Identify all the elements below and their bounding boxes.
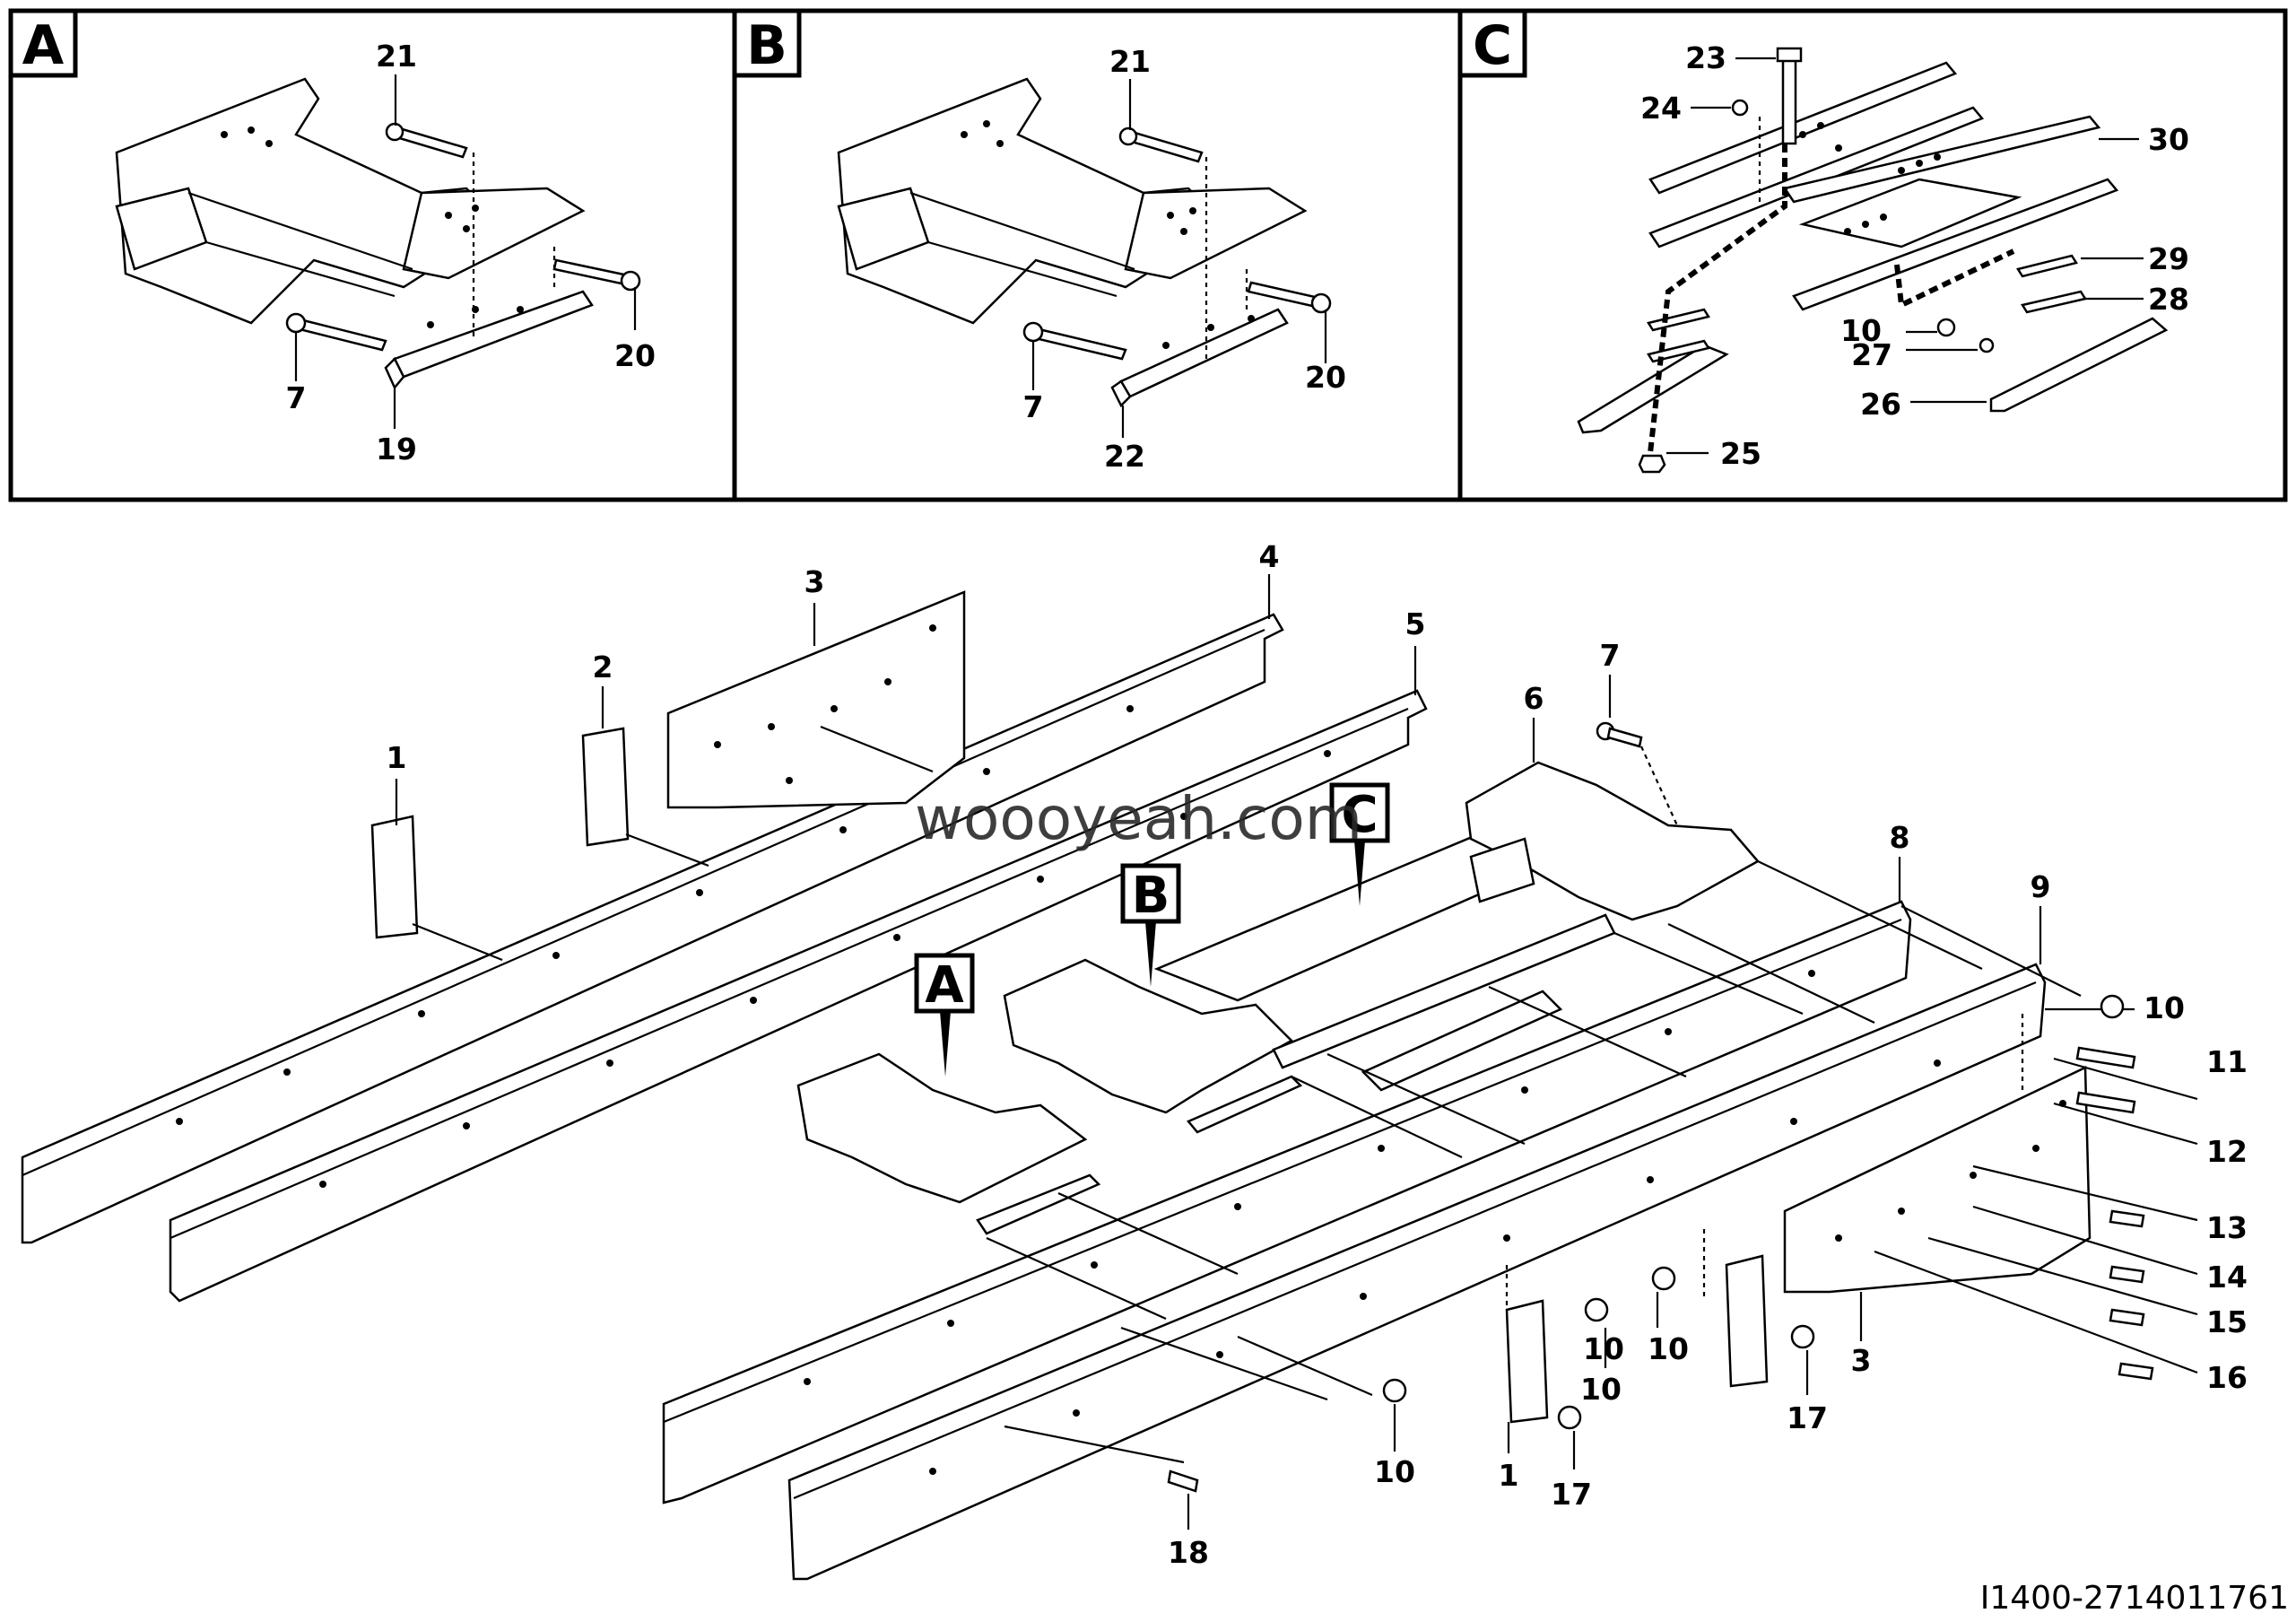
fasteners <box>1167 721 2154 1493</box>
main-exploded-view: A B C woooyeah.com <box>21 574 2198 1581</box>
callout-a-20: 20 <box>614 338 656 373</box>
frame-rail-8 <box>662 900 1912 1504</box>
callout-main-6: 6 <box>1524 681 1544 716</box>
panel-b-label: B <box>746 14 787 77</box>
callout-c-29: 29 <box>2148 241 2189 276</box>
crossmember-6 <box>1465 761 1760 921</box>
callout-main-10-a: 10 <box>2144 990 2185 1025</box>
panel-a-callouts: 21 20 7 19 <box>286 39 656 467</box>
callout-main-15: 15 <box>2206 1304 2248 1339</box>
panel-a-label: A <box>22 14 65 77</box>
rail-holes <box>176 624 2066 1475</box>
callout-b-22: 22 <box>1104 439 1145 474</box>
watermark-text: woooyeah.com <box>915 784 1362 853</box>
callout-a-21: 21 <box>376 39 417 74</box>
main-callouts: 1 2 3 4 5 6 7 8 9 10 11 12 13 14 15 16 1… <box>387 539 2248 1570</box>
callout-c-27: 27 <box>1851 337 1892 372</box>
callout-main-17-a: 17 <box>1787 1400 1828 1435</box>
document-id: I1400-2714011761 <box>1979 1580 2289 1617</box>
callout-c-28: 28 <box>2148 282 2189 317</box>
callout-c-30: 30 <box>2148 122 2189 157</box>
marker-b: B <box>1120 863 1181 987</box>
frame-rail-4 <box>21 613 1284 1244</box>
callout-main-1: 1 <box>387 740 407 775</box>
frame-rail-5 <box>169 689 1428 1303</box>
callout-leaders-main <box>395 574 2042 1530</box>
callout-main-17-b: 17 <box>1551 1477 1592 1512</box>
callout-main-3-lower: 3 <box>1851 1343 1872 1378</box>
callout-main-10-b: 10 <box>1648 1331 1689 1366</box>
marker-a: A <box>914 953 975 1077</box>
assembly-leader-lines <box>412 725 2198 1464</box>
crossmember-a <box>796 1052 1088 1204</box>
panel-a-label-box <box>8 8 78 78</box>
detail-panels: A B C <box>8 8 2288 502</box>
callout-c-26: 26 <box>1860 387 1901 422</box>
callout-main-5: 5 <box>1405 606 1426 641</box>
marker-a-label: A <box>925 956 964 1015</box>
marker-c: C <box>1329 782 1390 906</box>
marker-b-label: B <box>1132 867 1170 925</box>
marker-c-label: C <box>1341 786 1378 844</box>
callout-main-1-lower: 1 <box>1499 1458 1519 1493</box>
callout-b-21: 21 <box>1109 44 1151 79</box>
callout-c-25: 25 <box>1720 436 1761 471</box>
callout-a-19: 19 <box>376 432 417 467</box>
callout-main-8: 8 <box>1890 820 1910 855</box>
panel-c-frame <box>1457 8 2288 502</box>
bracket-1-lower <box>1505 1299 1549 1424</box>
panel-b-illustration <box>837 77 1332 438</box>
callout-main-12: 12 <box>2206 1134 2248 1169</box>
bracket-1 <box>370 815 419 939</box>
callout-c-23: 23 <box>1685 40 1726 75</box>
callout-main-13: 13 <box>2206 1210 2248 1245</box>
callout-main-2: 2 <box>593 650 613 685</box>
callout-main-16: 16 <box>2206 1360 2248 1395</box>
callout-main-18: 18 <box>1168 1535 1209 1570</box>
callout-main-10-d: 10 <box>1374 1454 1415 1489</box>
panel-c-label: C <box>1473 14 1512 77</box>
callout-c-24: 24 <box>1640 91 1682 126</box>
panel-b-label-box <box>732 8 802 78</box>
frame-rail-9 <box>787 963 2047 1581</box>
panel-c-callouts: 23 24 30 29 28 10 27 26 25 <box>1640 40 2189 471</box>
panel-b-callouts: 21 20 7 22 <box>1023 44 1346 474</box>
callout-main-7: 7 <box>1600 638 1621 673</box>
panel-c-label-box <box>1457 8 1527 78</box>
callout-main-14: 14 <box>2206 1260 2248 1295</box>
crossmember-b <box>1003 958 1294 1114</box>
bracket-2 <box>581 727 630 847</box>
callout-b-7: 7 <box>1023 389 1044 424</box>
callout-main-10-e: 10 <box>1583 1331 1624 1366</box>
callout-main-9: 9 <box>2031 869 2051 904</box>
callout-c-10: 10 <box>1840 313 1882 348</box>
reinforcement-plate-3 <box>666 590 966 809</box>
panel-a-illustration <box>115 74 641 429</box>
panel-c-illustration <box>1577 47 2169 474</box>
callout-a-7: 7 <box>286 380 307 415</box>
callout-main-4: 4 <box>1259 539 1280 574</box>
callout-main-11: 11 <box>2206 1044 2248 1079</box>
callout-main-3: 3 <box>804 564 825 599</box>
bracket-17 <box>1725 1254 1769 1388</box>
callout-b-20: 20 <box>1305 360 1346 395</box>
callout-main-10-c: 10 <box>1580 1372 1622 1407</box>
